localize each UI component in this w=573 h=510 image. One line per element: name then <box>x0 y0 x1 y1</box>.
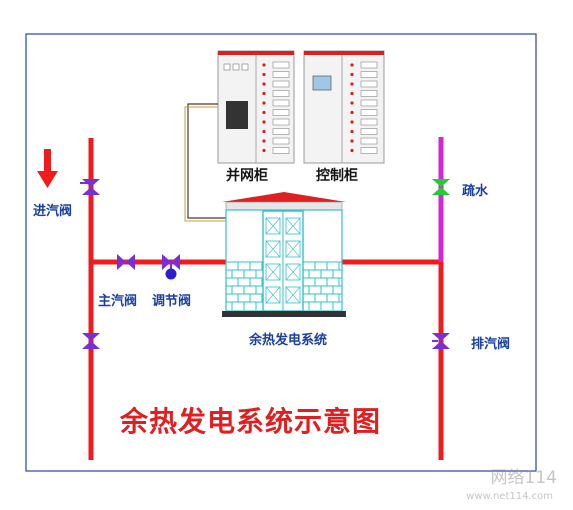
control-wire <box>184 106 226 222</box>
grid-cabinet <box>217 50 295 164</box>
indicator-switch <box>360 80 378 88</box>
indicator-light <box>350 91 354 96</box>
indicator-switch <box>360 128 378 135</box>
lower-left-valve-icon <box>82 333 100 349</box>
main-valve-label: 主汽阀 <box>98 294 138 309</box>
indicator-light <box>262 129 266 134</box>
outer-frame <box>25 33 537 472</box>
watermark-logo: 网络114 <box>490 468 557 488</box>
indicator-switch <box>272 61 290 69</box>
indicator-switch <box>360 71 378 78</box>
cabinet-indicators <box>262 61 290 154</box>
indicator-switch <box>360 147 378 154</box>
indicator-light <box>262 91 266 96</box>
indicator-switch <box>272 128 290 135</box>
regulating-valve-icon <box>162 254 180 280</box>
indicator-light <box>350 63 354 67</box>
control-cabinet <box>303 50 385 164</box>
indicator-switch <box>272 71 290 78</box>
indicator-light <box>350 82 354 86</box>
regulating-valve-label: 调节阀 <box>152 294 192 309</box>
indicator-light <box>262 110 266 115</box>
door-panels <box>265 217 301 304</box>
grid-cabinet-label: 并网柜 <box>226 168 268 184</box>
vent-grille <box>226 101 248 129</box>
indicator-light <box>262 63 266 67</box>
indicator-switch <box>360 61 378 69</box>
indicator-light <box>262 101 266 105</box>
inlet-valve-icon <box>80 179 100 195</box>
indicator-light <box>350 129 354 134</box>
cabinet-indicators <box>350 61 378 154</box>
indicator-light <box>350 101 354 105</box>
indicator-switch <box>360 137 378 145</box>
brick-wall <box>225 261 342 310</box>
indicator-light <box>350 110 354 115</box>
inlet-valve-label: 进汽阀 <box>33 204 73 219</box>
indicator-switch <box>360 99 378 107</box>
indicator-light <box>350 148 354 153</box>
indicator-switch <box>272 118 290 126</box>
indicator-switch <box>272 80 290 88</box>
indicator-light <box>350 139 354 143</box>
drain-valve-icon <box>432 179 450 195</box>
indicator-switch <box>272 99 290 107</box>
indicator-switch <box>360 118 378 126</box>
exhaust-valve-icon <box>432 333 450 349</box>
main-valve-icon <box>117 254 135 270</box>
system-label: 余热发电系统 <box>249 333 328 348</box>
indicator-switch <box>272 137 290 145</box>
control-display <box>312 75 332 91</box>
roof <box>222 192 346 202</box>
indicator-switch <box>360 90 378 97</box>
power-station-building <box>222 192 346 317</box>
building-base <box>222 311 346 317</box>
control-cabinet-label: 控制柜 <box>316 168 358 184</box>
indicator-switch <box>272 147 290 154</box>
indicator-light <box>262 139 266 143</box>
diagram-title: 余热发电系统示意图 <box>120 405 382 438</box>
drain-label: 疏水 <box>462 184 489 199</box>
indicator-switch <box>272 90 290 97</box>
indicator-light <box>262 120 266 124</box>
indicator-switch <box>360 109 378 116</box>
watermark-url: www.net114.com <box>466 491 553 502</box>
indicator-light <box>262 148 266 153</box>
exhaust-valve-label: 排汽阀 <box>471 337 511 352</box>
indicator-switch <box>272 109 290 116</box>
indicator-light <box>262 72 266 77</box>
indicator-light <box>262 82 266 86</box>
indicator-light <box>350 120 354 124</box>
indicator-light <box>350 72 354 77</box>
arrow-down-icon <box>37 149 58 188</box>
control-wire <box>187 103 226 219</box>
